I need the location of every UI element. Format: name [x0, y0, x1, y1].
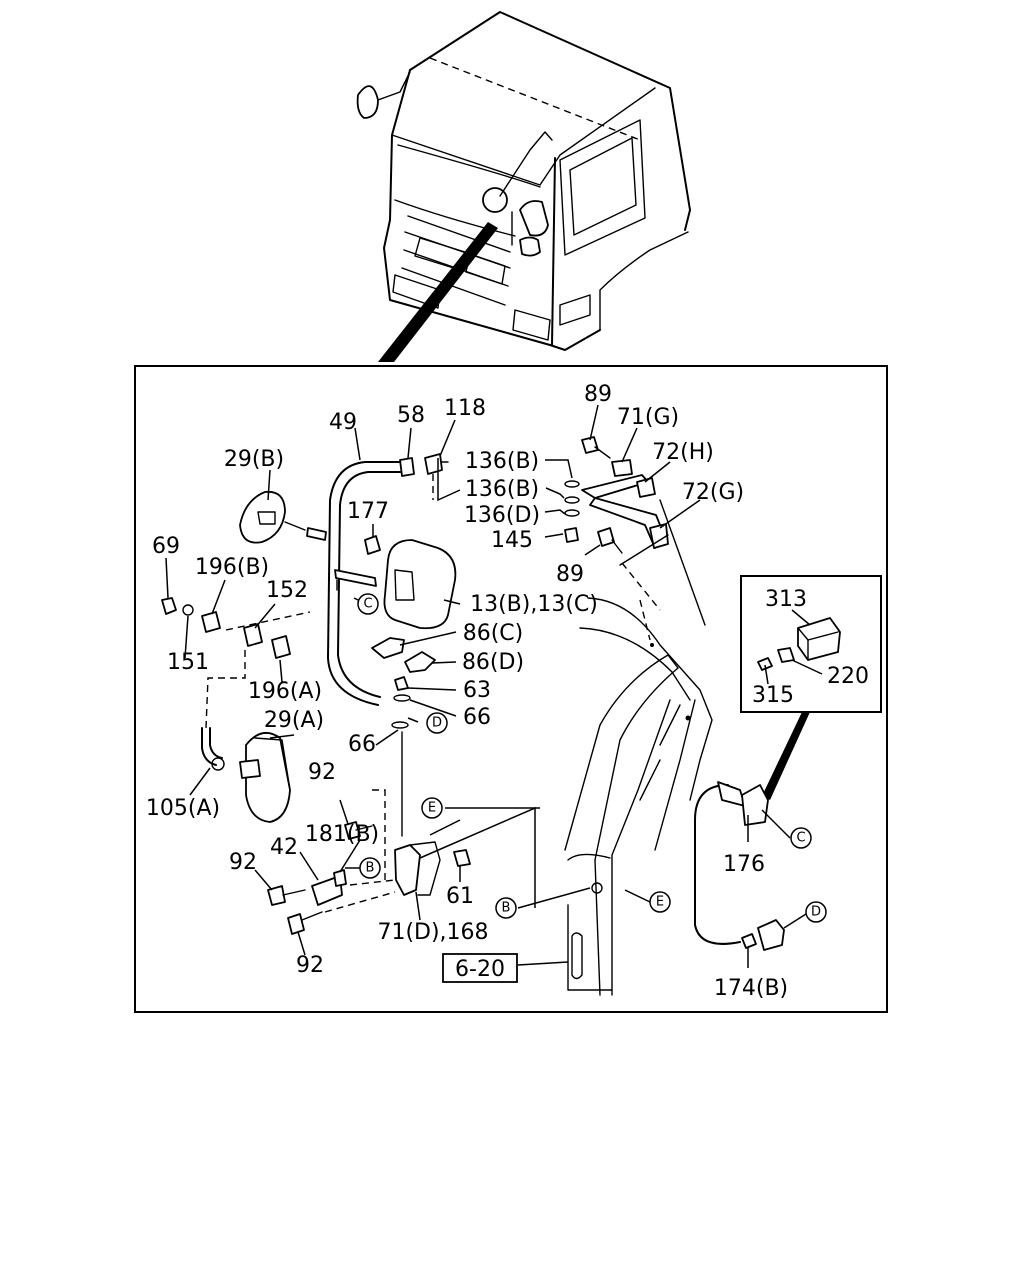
- callout-marker-e-right: E: [649, 891, 671, 913]
- label-92-bottom: 92: [296, 953, 324, 978]
- mirror-stay-assembly: [564, 436, 669, 566]
- label-66-left: 66: [348, 732, 376, 757]
- label-69: 69: [152, 534, 180, 559]
- svg-text:E: E: [656, 895, 664, 910]
- label-220: 220: [827, 664, 869, 689]
- label-152: 152: [266, 578, 308, 603]
- label-61: 61: [446, 884, 474, 909]
- label-196a: 196(A): [248, 679, 322, 704]
- label-13b-13c: 13(B),13(C): [470, 592, 598, 617]
- callout-marker-d-right: D: [805, 901, 827, 923]
- lower-bracket: [267, 789, 471, 935]
- mount-clamps: [371, 637, 436, 837]
- inset-pointer: [762, 712, 810, 800]
- label-42: 42: [270, 835, 298, 860]
- callout-marker-b-left: B: [359, 857, 381, 879]
- label-105a: 105(A): [146, 796, 220, 821]
- callout-marker-e-left: E: [421, 797, 443, 819]
- relay-assembly: [757, 617, 841, 671]
- label-136d: 136(D): [464, 503, 540, 528]
- body-pillar: [564, 499, 713, 996]
- svg-text:E: E: [428, 801, 436, 816]
- svg-text:B: B: [366, 861, 375, 876]
- under-mirror-b: [239, 490, 327, 544]
- diagram-frame: [134, 365, 888, 1013]
- label-66-right: 66: [463, 705, 491, 730]
- leader-lines: [165, 404, 823, 968]
- callout-marker-d-left: D: [426, 712, 448, 734]
- svg-text:C: C: [796, 831, 805, 846]
- label-86c: 86(C): [463, 621, 524, 646]
- label-92-top: 92: [308, 760, 336, 785]
- label-71d-168: 71(D),168: [377, 920, 488, 945]
- label-181b: 181(B): [305, 822, 379, 847]
- small-parts-left: [161, 597, 311, 729]
- label-49: 49: [329, 410, 357, 435]
- relay-inset-box: [740, 575, 882, 713]
- reference-box-label: 6-20: [455, 957, 505, 982]
- label-29b: 29(B): [224, 447, 284, 472]
- label-72g: 72(G): [682, 480, 744, 505]
- label-151: 151: [167, 650, 209, 675]
- under-mirror-a: [201, 727, 291, 823]
- label-136b-1: 136(B): [465, 449, 539, 474]
- side-mirror: [334, 535, 457, 630]
- callout-markers: C C D D E E B B: [357, 593, 827, 923]
- reference-box[interactable]: 6-20: [442, 953, 518, 983]
- part-labels: 89 71(G) 72(H) 72(G) 136(B) 136(B) 136(D…: [146, 382, 869, 1001]
- label-196b: 196(B): [195, 555, 269, 580]
- label-58: 58: [397, 403, 425, 428]
- svg-text:D: D: [811, 905, 821, 920]
- label-29a: 29(A): [264, 708, 324, 733]
- callout-marker-c-left: C: [357, 593, 379, 615]
- label-118: 118: [444, 396, 486, 421]
- label-136b-2: 136(B): [465, 477, 539, 502]
- label-176: 176: [723, 852, 765, 877]
- label-89-top: 89: [584, 382, 612, 407]
- svg-text:C: C: [363, 597, 372, 612]
- callout-marker-c-right: C: [790, 827, 812, 849]
- label-89-bottom: 89: [556, 562, 584, 587]
- svg-text:D: D: [432, 716, 442, 731]
- svg-text:B: B: [502, 901, 511, 916]
- label-63: 63: [463, 678, 491, 703]
- label-177: 177: [347, 499, 389, 524]
- label-86d: 86(D): [462, 650, 524, 675]
- label-145: 145: [491, 528, 533, 553]
- label-71g: 71(G): [617, 405, 679, 430]
- callout-marker-b-right: B: [495, 897, 517, 919]
- truck-cab-illustration: [356, 11, 691, 362]
- label-315: 315: [752, 683, 794, 708]
- label-72h: 72(H): [652, 440, 714, 465]
- label-92-left: 92: [229, 850, 257, 875]
- label-174b: 174(B): [714, 976, 788, 1001]
- label-313: 313: [765, 587, 807, 612]
